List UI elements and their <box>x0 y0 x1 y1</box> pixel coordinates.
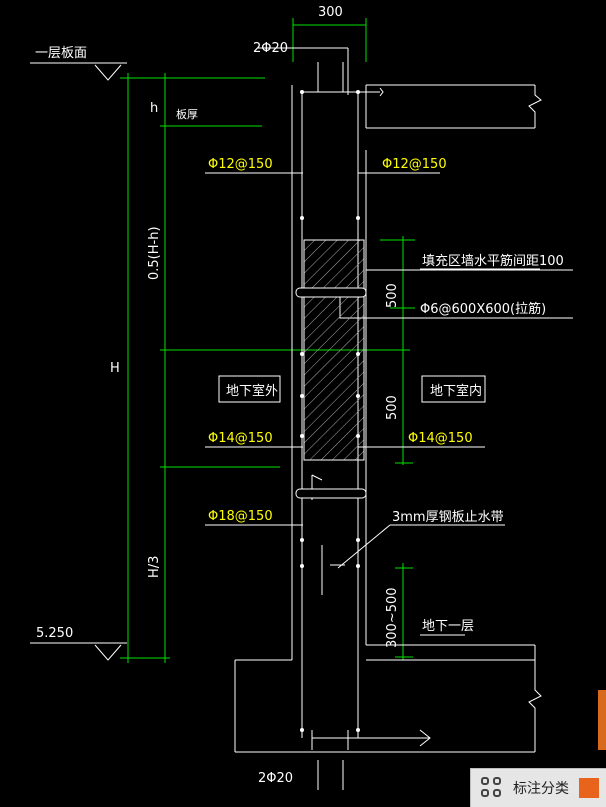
inside-label: 地下室内 <box>430 383 482 399</box>
dim-300-500: 300~500 <box>385 587 400 648</box>
rebar-dot <box>300 564 304 568</box>
rebar-dot <box>356 434 360 438</box>
bottom-bars-label: 2Φ20 <box>258 771 293 786</box>
rebar-left-2: Φ14@150 <box>208 431 273 446</box>
waterstop-label: 3mm厚钢板止水带 <box>392 510 504 525</box>
half-label: 0.5(H-h) <box>147 226 162 280</box>
dimension-lines <box>120 18 415 663</box>
annotation-toolbar[interactable]: 标注分类 <box>470 768 606 807</box>
outside-label: 地下室外 <box>226 383 278 399</box>
top-bars-label: 2Φ20 <box>253 41 288 56</box>
rebar-dot <box>300 394 304 398</box>
rebar-dot <box>300 216 304 220</box>
tie-note: Φ6@600X600(拉筋) <box>420 301 546 317</box>
outside-label-box <box>218 375 281 403</box>
annotation-category-label[interactable]: 标注分类 <box>513 781 569 797</box>
dim-500-b: 500 <box>385 395 400 420</box>
rebar-dot <box>300 538 304 542</box>
elevation-label: 5.250 <box>36 626 73 641</box>
rebar-dot <box>356 394 360 398</box>
rebar-dot <box>356 538 360 542</box>
rebar-right-1: Φ12@150 <box>382 157 447 172</box>
rebar-dot <box>356 728 360 732</box>
h-label: h <box>150 101 158 116</box>
slab-label: 板厚 <box>176 107 198 121</box>
third-label: H/3 <box>147 556 162 578</box>
dim-500-a: 500 <box>385 283 400 308</box>
rebar-dot <box>356 90 360 94</box>
tie-bars <box>295 287 367 499</box>
infill-note: 填充区墙水平筋间距100 <box>422 253 564 269</box>
infill-zone-hatch <box>303 239 365 461</box>
color-swatch[interactable] <box>579 778 599 798</box>
basement-label: 地下一层 <box>422 619 474 634</box>
wall-outline <box>234 84 542 753</box>
rebar-dot <box>300 90 304 94</box>
grid-icon[interactable] <box>481 777 503 799</box>
rebar-right-2: Φ14@150 <box>408 431 473 446</box>
H-label: H <box>110 361 120 376</box>
floor-label: 一层板面 <box>35 46 87 61</box>
rebar-left-3: Φ18@150 <box>208 509 273 524</box>
rebar-dot <box>300 728 304 732</box>
rebar-dot <box>356 564 360 568</box>
edge-mark <box>598 690 606 750</box>
rebar-dot <box>300 434 304 438</box>
rebar-dot <box>356 352 360 356</box>
rebar-dot <box>356 216 360 220</box>
inside-label-box <box>421 375 486 403</box>
rebar-dot <box>300 352 304 356</box>
dim-wall-width: 300 <box>318 5 343 20</box>
rebar-left-1: Φ12@150 <box>208 157 273 172</box>
